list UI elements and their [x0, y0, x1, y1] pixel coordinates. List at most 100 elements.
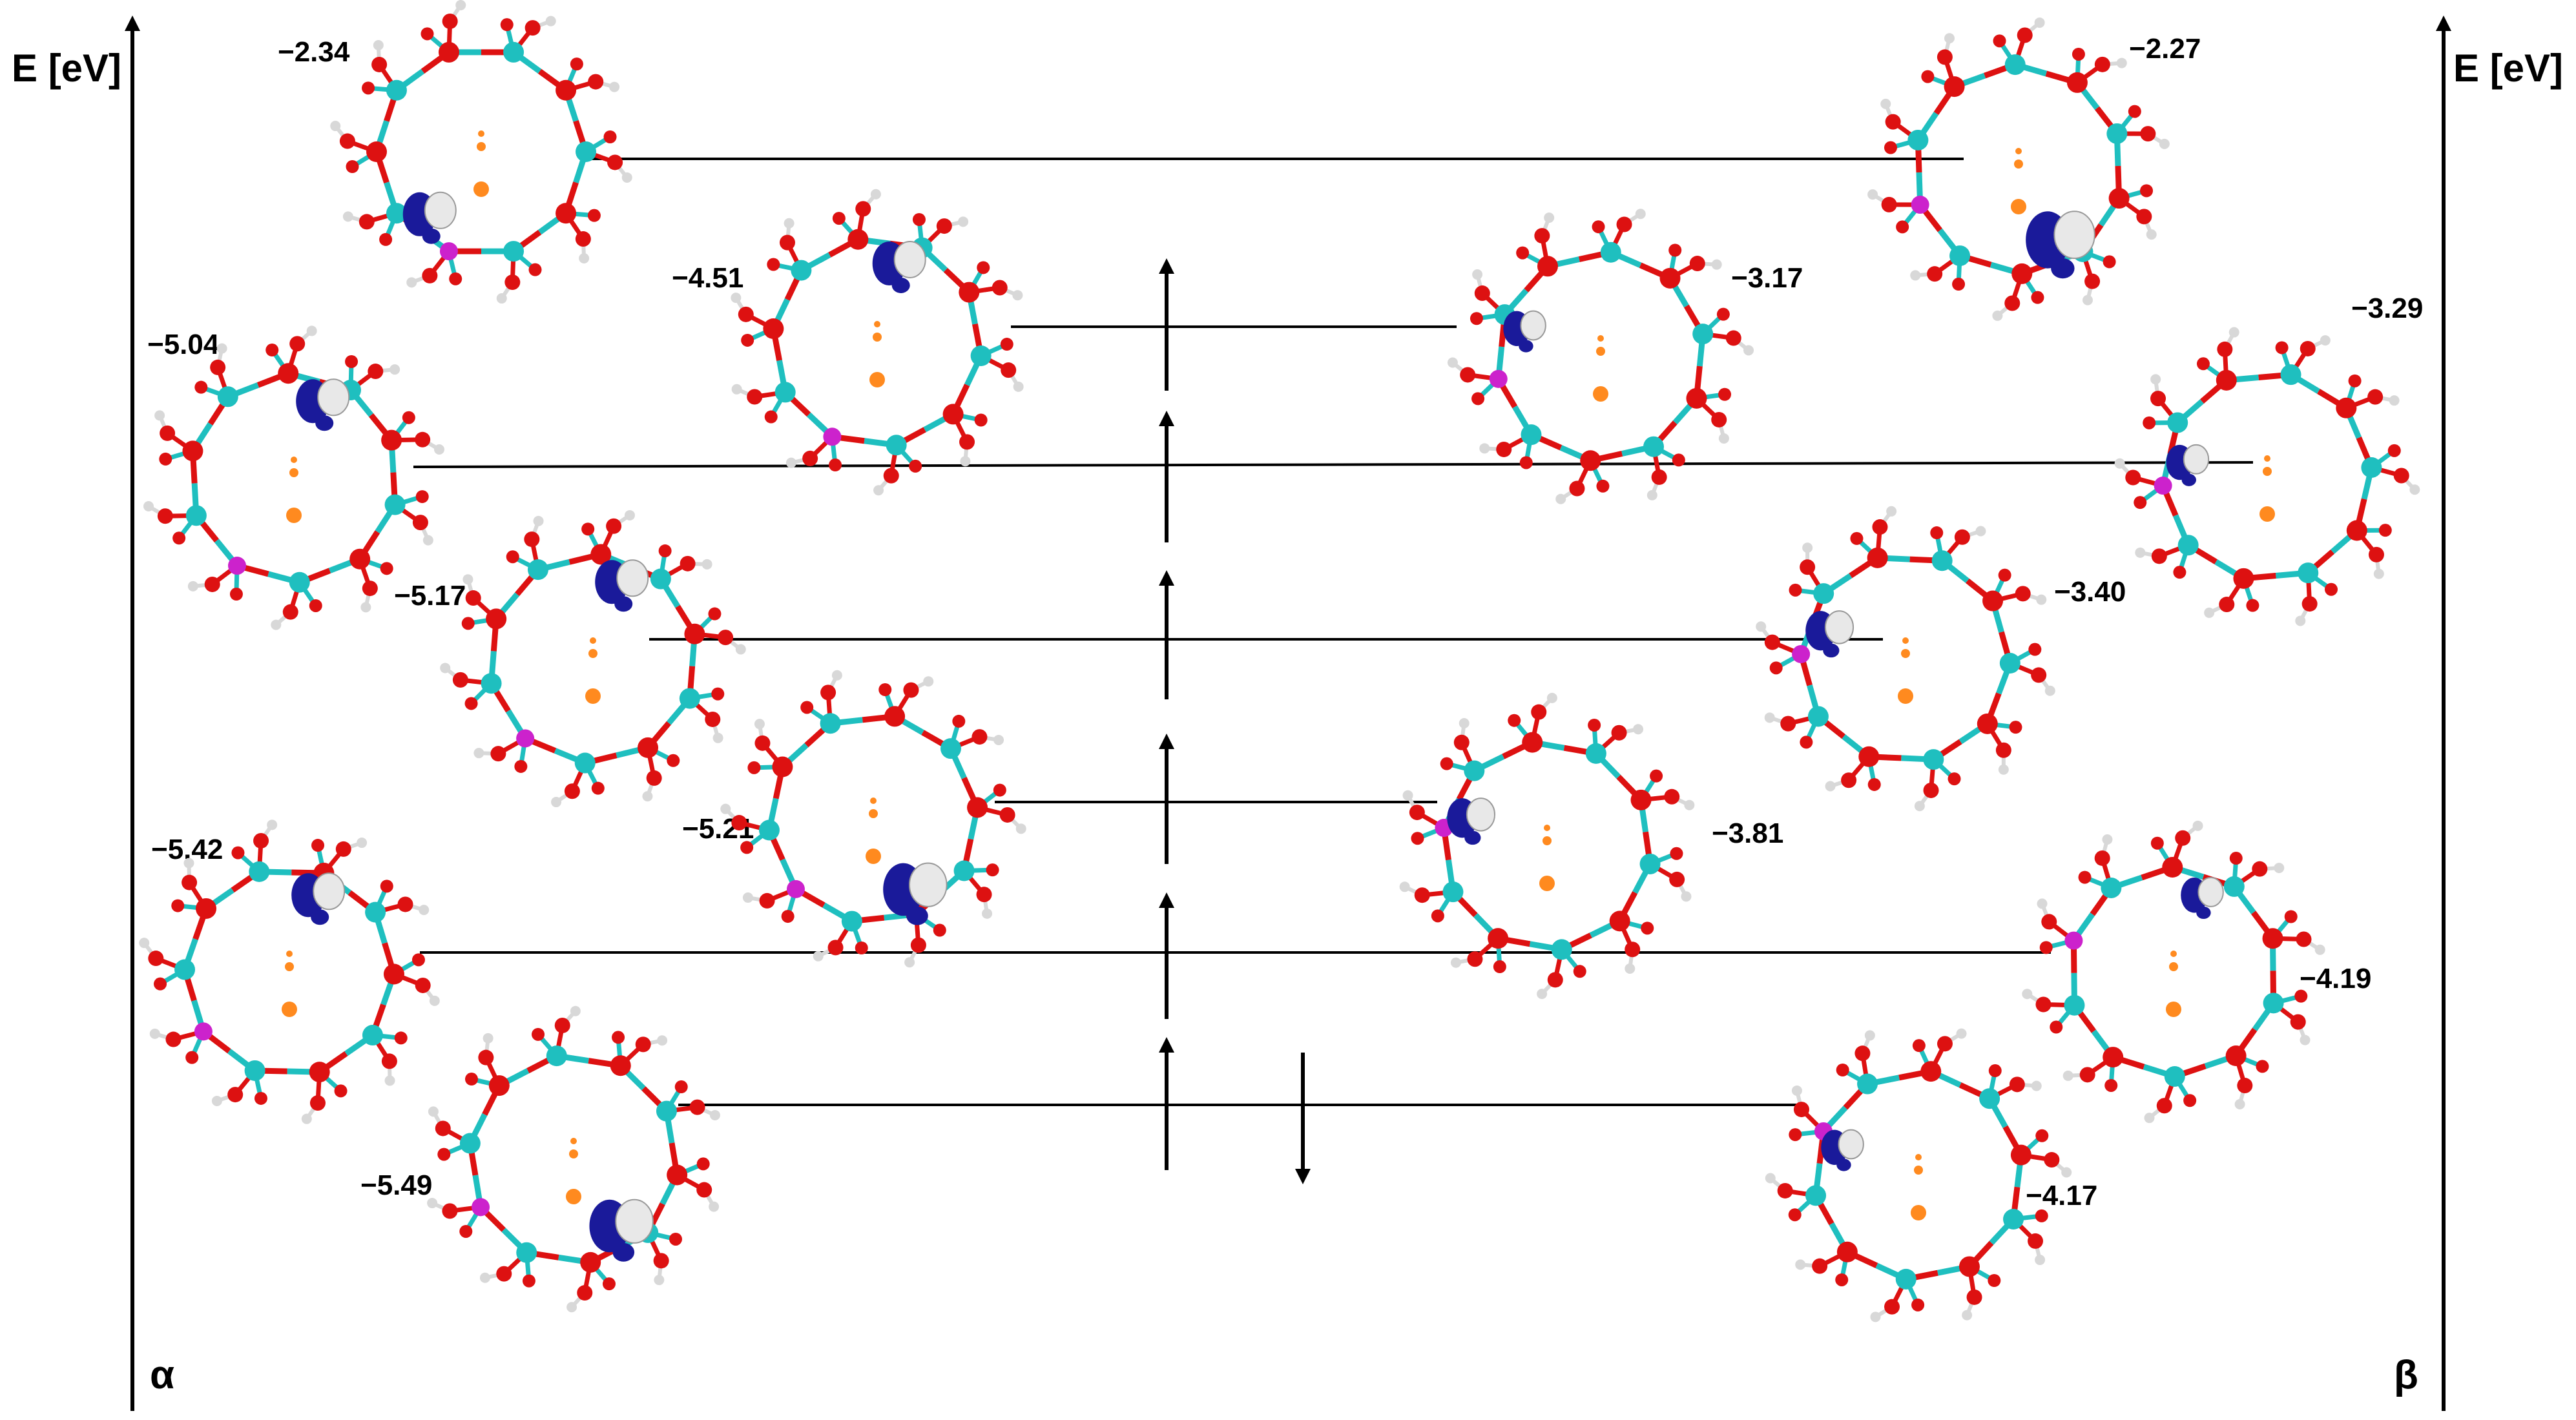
oxygen-atom: [820, 684, 836, 701]
hydrogen-atom: [2192, 820, 2203, 831]
oxygen-atom: [903, 682, 919, 698]
molecule-structure-alpha: [731, 189, 1024, 496]
central-atom: [282, 1002, 297, 1017]
oxygen-atom: [334, 1084, 348, 1098]
orbital-lobe-negative: [1824, 610, 1854, 644]
oxygen-atom: [2094, 56, 2110, 72]
central-atom: [473, 181, 489, 197]
oxygen-atom: [172, 531, 186, 545]
ring-atom: [2108, 188, 2130, 209]
hydrogen-atom: [483, 1033, 493, 1044]
ring-atom: [841, 911, 862, 932]
ring-atom: [2262, 928, 2283, 949]
oxygen-atom: [415, 490, 429, 504]
bond-group: [724, 674, 1023, 963]
ring-atom: [362, 1025, 383, 1046]
hydrogen-atom: [406, 277, 417, 288]
central-atom: [1901, 649, 1910, 658]
oxygen-atom: [159, 452, 172, 466]
oxygen-atom: [2150, 836, 2164, 850]
oxygen-atom: [1780, 715, 1796, 732]
ring-atom: [2233, 568, 2254, 589]
alpha-energy-label: −5.49: [360, 1169, 432, 1201]
ring-atom: [1643, 436, 1665, 457]
oxygen-atom: [2031, 667, 2047, 683]
oxygen-atom: [1519, 456, 1533, 469]
oxygen-atom: [204, 576, 220, 592]
hydrogen-atom: [2044, 685, 2055, 696]
ring-atom: [886, 435, 907, 456]
metal-atom: [472, 1198, 490, 1217]
oxygen-atom: [781, 910, 795, 923]
ring-atom: [580, 1251, 601, 1273]
ring-atom: [459, 1133, 481, 1154]
oxygen-atom: [160, 425, 176, 441]
hydrogen-atom: [609, 81, 620, 92]
hydrogen-atom: [216, 343, 227, 354]
hydrogen-atom: [479, 1272, 490, 1283]
orbital-lobe-negative: [908, 862, 948, 907]
oxygen-atom: [1812, 1258, 1828, 1274]
central-atom: [1915, 1154, 1922, 1160]
oxygen-atom: [1669, 871, 1685, 887]
oxygen-atom: [2256, 1060, 2269, 1073]
hydrogen-atom: [2300, 1034, 2311, 1045]
oxygen-atom: [514, 759, 528, 773]
hydrogen-atom: [2082, 294, 2093, 305]
hydrogen-atom: [754, 719, 765, 730]
oxygen-atom: [1588, 718, 1601, 732]
hydrogen-atom: [654, 1275, 665, 1286]
orbital-lobe-positive: [1823, 643, 1840, 658]
ring-atom: [2066, 72, 2088, 93]
oxygen-atom: [1573, 965, 1586, 978]
orbital-lobe-negative: [616, 559, 649, 597]
oxygen-atom: [832, 212, 846, 225]
ring-atom: [249, 861, 270, 882]
ring-atom: [953, 860, 975, 881]
central-atom: [2015, 148, 2022, 154]
ring-atom: [2004, 54, 2026, 76]
oxygen-atom: [2387, 444, 2401, 457]
hydrogen-atom: [1544, 212, 1555, 223]
hydrogen-atom: [428, 1106, 439, 1117]
hydrogen-atom: [1711, 259, 1722, 270]
oxygen-atom: [2246, 599, 2259, 612]
ring-atom: [2225, 1045, 2247, 1067]
ring-atom: [2010, 1144, 2031, 1166]
oxygen-atom: [653, 1253, 669, 1269]
hydrogen-atom: [342, 211, 353, 222]
ring-atom: [1600, 242, 1621, 263]
oxygen-atom: [1596, 479, 1610, 493]
hydrogen-atom: [2314, 944, 2325, 955]
oxygen-atom: [1793, 1102, 1809, 1118]
ring-atom: [386, 203, 407, 224]
oxygen-atom: [1800, 559, 1816, 575]
central-atom: [869, 809, 878, 818]
beta-energy-label: −3.17: [1731, 262, 1803, 294]
oxygen-atom: [635, 1036, 651, 1053]
molecule-structure-beta: [1399, 692, 1695, 1000]
ring-atom: [481, 673, 502, 694]
oxygen-atom: [1470, 312, 1483, 325]
oxygen-atom: [380, 562, 393, 575]
oxygen-atom: [335, 841, 351, 857]
hydrogen-atom: [1743, 345, 1754, 356]
oxygen-atom: [878, 683, 892, 697]
bond-group: [431, 1009, 716, 1309]
oxygen-atom: [1923, 782, 1939, 798]
oxygen-atom: [936, 218, 952, 234]
ring-atom: [940, 738, 961, 759]
oxygen-atom: [912, 212, 926, 226]
oxygen-atom: [2348, 374, 2362, 387]
alpha-energy-label: −5.04: [147, 329, 220, 360]
oxygen-atom: [2183, 1094, 2197, 1107]
ring-atom: [2223, 876, 2245, 897]
hydrogen-atom: [2150, 374, 2161, 385]
oxygen-atom: [362, 581, 378, 597]
oxygen-atom: [311, 839, 325, 852]
oxygen-atom: [667, 754, 680, 767]
oxygen-atom: [1493, 960, 1506, 974]
hydrogen-atom: [2102, 834, 2113, 845]
oxygen-atom: [2015, 586, 2031, 602]
oxygen-atom: [577, 1285, 593, 1301]
